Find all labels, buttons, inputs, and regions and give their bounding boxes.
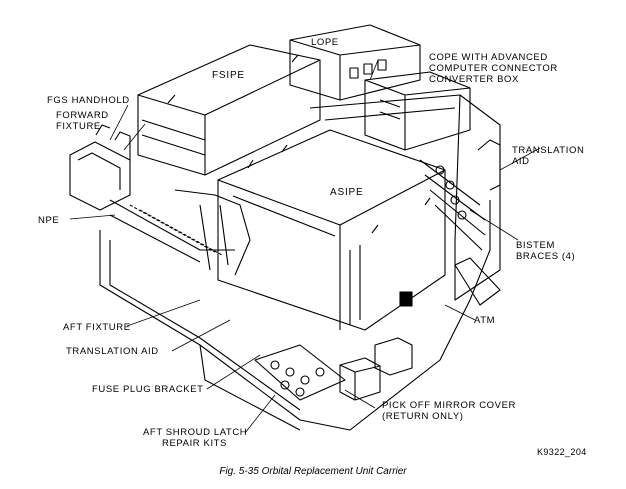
figure-caption: Fig. 5-35 Orbital Replacement Unit Carri…: [219, 466, 407, 477]
label-bistem-line2: BRACES (4): [516, 251, 576, 262]
npe-rail: [109, 199, 235, 263]
label-bistem-line1: BISTEM: [516, 240, 555, 251]
atm-panel: [454, 257, 501, 306]
label-aft-shroud-line2: REPAIR KITS: [162, 438, 228, 449]
label-forward-line2: FIXTURE: [56, 121, 101, 132]
label-cope-line3: CONVERTER BOX: [429, 74, 519, 85]
label-asipe: ASIPE: [330, 187, 364, 198]
asipe-box: [217, 129, 446, 331]
label-fgs-handhold: FGS HANDHOLD: [47, 95, 130, 106]
translation-aid-right: [477, 139, 501, 191]
carrier-lower-hull-inner: [109, 240, 301, 411]
label-pick-off-line2: (RETURN ONLY): [382, 411, 464, 422]
label-lope: LOPE: [311, 37, 339, 48]
fsipe-box: [137, 44, 321, 176]
label-translation-aid-right-line1: TRANSLATION: [512, 145, 585, 156]
lope-housing: [289, 24, 421, 101]
label-npe: NPE: [38, 215, 60, 226]
carrier-lower-hull: [99, 200, 491, 431]
right-structure: [309, 94, 501, 301]
label-translation-aid-right-line2: AID: [512, 156, 530, 167]
leader-lines: [69, 59, 541, 434]
label-aft-shroud-line1: AFT SHROUD LATCH: [143, 427, 248, 438]
label-forward-line1: FORWARD: [56, 110, 109, 121]
label-pick-off-line1: PICK OFF MIRROR COVER: [382, 400, 516, 411]
label-fsipe: FSIPE: [212, 70, 245, 81]
label-aft-fixture: AFT FIXTURE: [63, 322, 131, 333]
aft-shroud-kits: [254, 344, 346, 401]
figure-code: K9322_204: [537, 447, 587, 457]
aft-fixture: [174, 189, 251, 276]
label-fuse-plug-bracket: FUSE PLUG BRACKET: [92, 384, 204, 395]
pick-off-mirror-cover: [339, 337, 413, 401]
label-translation-aid-left: TRANSLATION AID: [66, 346, 159, 357]
label-cope-line1: COPE WITH ADVANCED: [429, 52, 548, 63]
label-atm: ATM: [474, 315, 496, 326]
forward-fixture: [69, 124, 131, 211]
label-cope-line2: COMPUTER CONNECTOR: [429, 63, 558, 74]
